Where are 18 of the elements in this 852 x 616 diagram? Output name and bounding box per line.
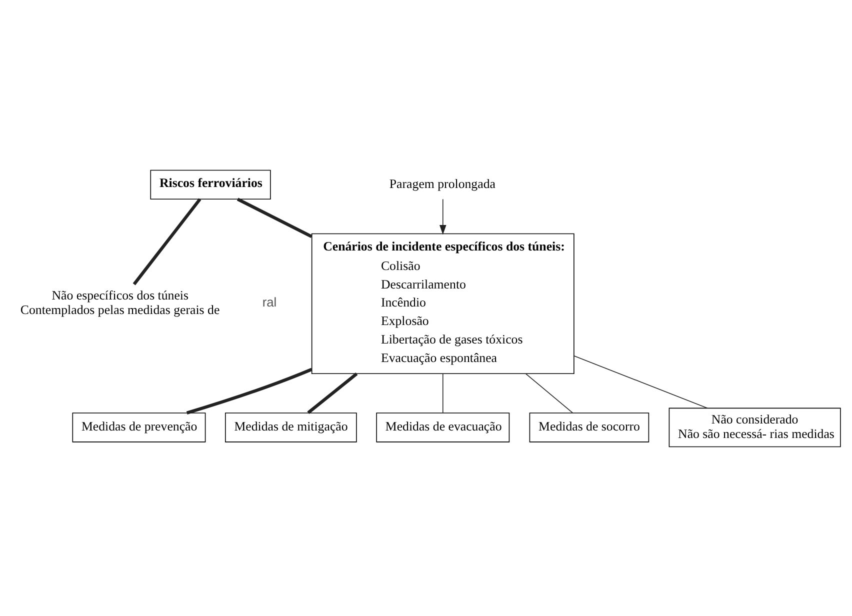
connector <box>442 372 444 413</box>
node-box: Medidas de prevenção <box>72 412 206 442</box>
connector <box>132 198 202 285</box>
connector <box>186 367 312 414</box>
node-box: Medidas de mitigação <box>225 412 357 442</box>
connector <box>525 372 573 413</box>
node-box: Não considerado Não são necessá- rias medidas <box>668 407 841 447</box>
node-box: Riscos ferroviários <box>150 169 271 200</box>
label: ral <box>262 294 277 310</box>
connector <box>236 197 312 238</box>
node-box: Medidas de socorro <box>529 412 650 442</box>
node-text: Paragem prolongada <box>389 176 496 190</box>
connector <box>574 354 708 408</box>
node-text: Não específicos dos túneis Contemplados pelas medidas gerais de <box>20 288 220 316</box>
node-box: Medidas de evacuação <box>376 412 510 442</box>
connector <box>307 372 358 414</box>
node-box: Cenários de incidente específicos dos túneis: Colisão Descarrilamento Incêndio Explosão Libertação de gases tóxicos Evacuação espontânea <box>311 232 574 374</box>
arrow <box>440 198 446 234</box>
